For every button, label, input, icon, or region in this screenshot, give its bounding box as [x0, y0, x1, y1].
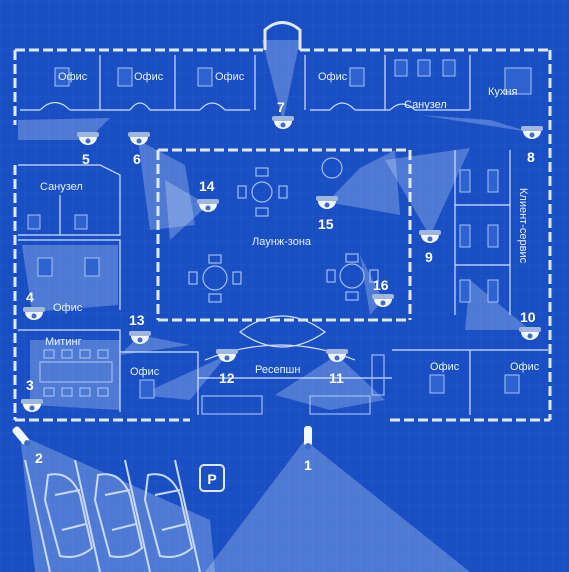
car-2 [93, 473, 144, 558]
parking-lot: P [24, 459, 225, 572]
camera-12-icon[interactable] [216, 349, 238, 362]
coverage-cam-15 [327, 150, 400, 215]
room-label-reception: Ресепшн [255, 364, 300, 376]
camera-6-icon[interactable] [128, 132, 150, 145]
camera-13-label: 13 [129, 312, 145, 328]
room-label-office-3: Офис [215, 71, 245, 83]
cameras: 1 2 3 4 5 6 [11, 99, 543, 473]
camera-8-icon[interactable] [521, 126, 543, 139]
room-label-bathroom-left: Санузел [40, 181, 83, 193]
coverage-cam-2 [20, 435, 215, 572]
coverage-zones [18, 40, 530, 572]
furniture [27, 59, 532, 415]
camera-3-icon[interactable] [21, 399, 43, 412]
room-label-office-1: Офис [58, 71, 88, 83]
camera-5-label: 5 [82, 151, 90, 167]
room-label-client-service: Клиент-сервис [517, 188, 529, 264]
camera-8-label: 8 [527, 149, 535, 165]
camera-1-icon[interactable] [304, 426, 312, 449]
camera-2-icon[interactable] [11, 425, 32, 448]
parking-sign [199, 464, 225, 492]
coverage-cam-9 [385, 148, 470, 236]
room-label-office-8: Офис [510, 361, 540, 373]
coverage-cam-10 [465, 280, 530, 330]
camera-7-icon[interactable] [272, 116, 294, 129]
camera-11-label: 11 [329, 370, 344, 386]
camera-16-icon[interactable] [372, 294, 394, 307]
car-3 [143, 473, 194, 558]
camera-10-icon[interactable] [519, 327, 541, 340]
camera-3-label: 3 [26, 377, 34, 393]
camera-15-label: 15 [318, 216, 334, 232]
camera-1-label: 1 [304, 457, 312, 473]
coverage-cam-1 [205, 440, 470, 572]
room-label-office-4: Офис [318, 71, 348, 83]
walls [13, 21, 552, 422]
camera-4-label: 4 [26, 289, 34, 305]
camera-16-label: 16 [373, 277, 389, 293]
camera-10-label: 10 [520, 309, 536, 325]
camera-14-label: 14 [199, 178, 215, 194]
camera-9-label: 9 [425, 249, 433, 265]
room-label-kitchen: Кухня [488, 86, 517, 98]
camera-11-icon[interactable] [326, 349, 348, 362]
room-labels: Офис Офис Офис Офис Санузел Кухня Санузе… [40, 71, 540, 378]
room-label-office-2: Офис [134, 71, 164, 83]
coverage-cam-6 [138, 140, 195, 230]
camera-2-label: 2 [35, 450, 43, 466]
room-label-office-5: Офис [53, 302, 83, 314]
parking-sign-label: P [207, 471, 216, 487]
room-label-meeting: Митинг [45, 336, 82, 348]
room-label-office-7: Офис [430, 361, 460, 373]
coverage-cam-14 [165, 180, 208, 240]
coverage-cam-12 [140, 355, 227, 400]
camera-6-label: 6 [133, 151, 141, 167]
room-label-bathroom-top: Санузел [404, 99, 447, 111]
camera-4-icon[interactable] [23, 307, 45, 320]
coverage-cam-7 [262, 40, 300, 122]
room-label-lounge: Лаунж-зона [252, 236, 312, 248]
room-label-office-6: Офис [130, 366, 160, 378]
camera-7-label: 7 [277, 99, 285, 115]
camera-14-icon[interactable] [197, 199, 219, 212]
camera-5-icon[interactable] [77, 132, 99, 145]
camera-15-icon[interactable] [316, 196, 338, 209]
camera-12-label: 12 [219, 370, 235, 386]
camera-13-icon[interactable] [129, 331, 151, 344]
coverage-cam-8 [420, 115, 530, 132]
camera-9-icon[interactable] [419, 230, 441, 243]
car-1 [43, 473, 94, 558]
